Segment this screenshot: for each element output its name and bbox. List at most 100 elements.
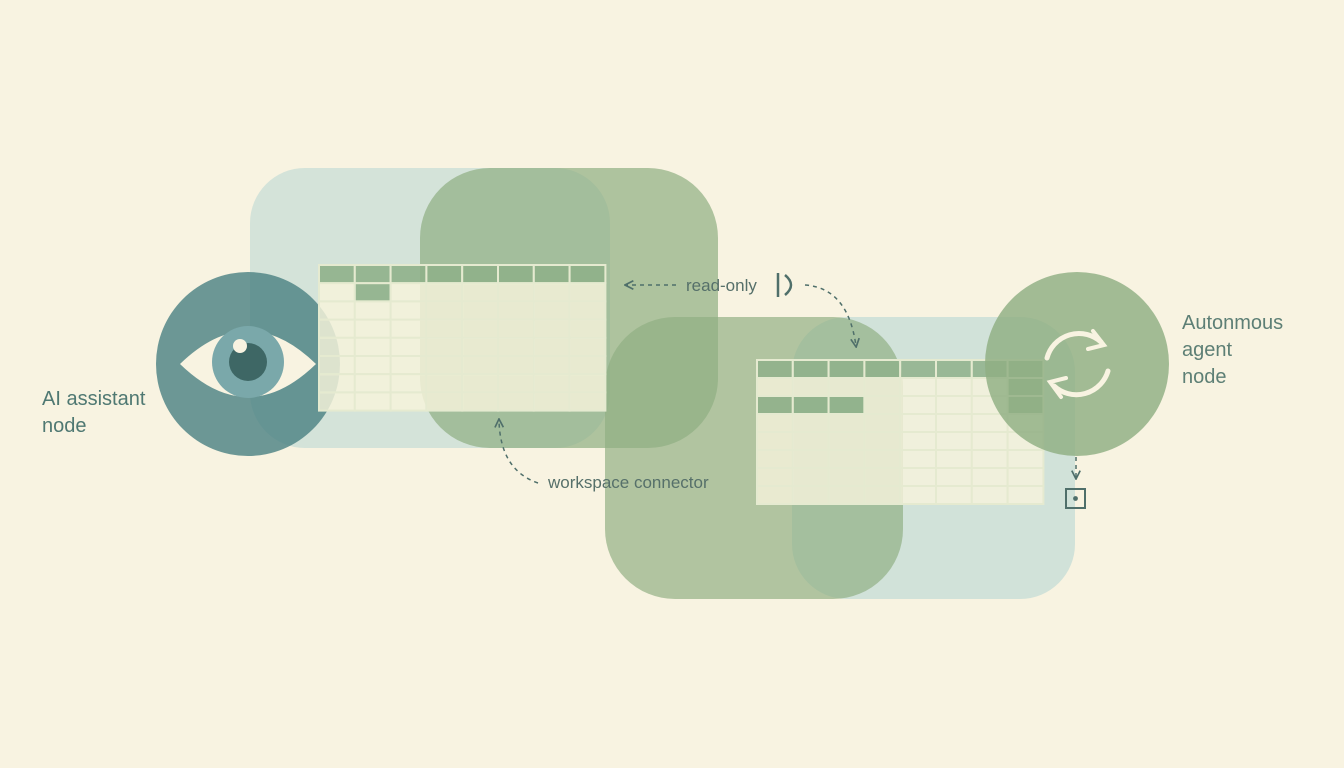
grid-cell: [532, 355, 571, 376]
grid-cell: [791, 377, 830, 397]
grid-cell: [756, 449, 794, 469]
grid-cell: [568, 318, 607, 339]
grid-cell: [389, 391, 428, 412]
autonomous-agent-node-label: Autonmous agent node: [1182, 312, 1284, 388]
grid-cell: [935, 449, 973, 469]
grid-header-cell: [791, 359, 830, 379]
grid-cell: [389, 355, 428, 376]
grid-cell: [425, 355, 464, 376]
grid-cell: [756, 467, 794, 487]
grid-cell: [389, 300, 428, 321]
grid-cell: [425, 282, 464, 303]
grid-cell: [318, 355, 356, 376]
grid-cell: [935, 485, 973, 505]
grid-cell: [791, 467, 830, 487]
grid-cell: [827, 467, 866, 487]
grid-cell: [827, 449, 866, 469]
grid-cell: [318, 391, 356, 412]
grid-cell: [791, 413, 830, 433]
grid-cell: [1006, 485, 1045, 505]
grid-cell: [318, 282, 356, 303]
grid-cell: [532, 391, 571, 412]
refresh-cycle-icon: [1044, 329, 1111, 399]
grid-cell: [497, 300, 535, 321]
grid-cell: [970, 431, 1009, 451]
grid-cell: [827, 413, 866, 433]
grid-cell: [899, 449, 938, 469]
dotted-square-icon: [1065, 488, 1086, 509]
grid-cell: [318, 300, 356, 321]
grid-header-cell: [532, 264, 571, 285]
grid-cell: [532, 318, 571, 339]
grid-cell: [353, 373, 392, 394]
grid-cell: [568, 355, 607, 376]
grid-cell: [318, 336, 356, 357]
grid-cell: [461, 336, 500, 357]
grid-cell: [353, 355, 392, 376]
grid-cell: [425, 391, 464, 412]
grid-cell: [353, 318, 392, 339]
grid-cell: [791, 449, 830, 469]
read-only-label: read-only: [686, 276, 757, 295]
grid-cell: [318, 318, 356, 339]
grid-cell: [389, 318, 428, 339]
grid-cell: [791, 395, 830, 415]
grid-cell: [863, 377, 902, 397]
grid-cell: [899, 395, 938, 415]
grid-header-cell: [353, 264, 392, 285]
grid-cell: [568, 391, 607, 412]
grid-cell: [863, 431, 902, 451]
grid-header-cell: [425, 264, 464, 285]
grid-cell: [568, 373, 607, 394]
grid-cell: [756, 485, 794, 505]
grid-cell: [532, 282, 571, 303]
grid-cell: [318, 373, 356, 394]
grid-cell: [1006, 449, 1045, 469]
grid-cell: [497, 373, 535, 394]
grid-cell: [863, 413, 902, 433]
grid-cell: [497, 336, 535, 357]
grid-cell: [461, 373, 500, 394]
grid-cell: [935, 395, 973, 415]
grid-cell: [827, 377, 866, 397]
grid-cell: [353, 300, 392, 321]
grid-cell: [532, 373, 571, 394]
grid-cell: [970, 485, 1009, 505]
eye-icon: [180, 326, 316, 398]
grid-cell: [497, 318, 535, 339]
grid-cell: [899, 467, 938, 487]
grid-cell: [497, 282, 535, 303]
grid-cell: [425, 373, 464, 394]
grid-cell: [827, 485, 866, 505]
grid-cell: [863, 395, 902, 415]
grid-cell: [425, 318, 464, 339]
grid-cell: [899, 485, 938, 505]
grid-cell: [568, 300, 607, 321]
grid-cell: [863, 449, 902, 469]
grid-cell: [756, 413, 794, 433]
grid-cell: [461, 391, 500, 412]
read-only-curve-arrow: [804, 284, 856, 346]
grid-cell: [899, 431, 938, 451]
grid-cell: [935, 377, 973, 397]
grid-header-cell: [318, 264, 356, 285]
grid-cell: [568, 336, 607, 357]
grid-header-cell: [756, 359, 794, 379]
grid-header-cell: [568, 264, 607, 285]
grid-cell: [353, 336, 392, 357]
grid-cell: [899, 413, 938, 433]
grid-cell: [568, 282, 607, 303]
grid-cell: [827, 431, 866, 451]
grid-cell: [353, 391, 392, 412]
grid-cell: [791, 431, 830, 451]
grid-cell: [389, 336, 428, 357]
grid-cell: [497, 391, 535, 412]
agent-node-circle: [985, 272, 1169, 456]
grid-cell: [1006, 467, 1045, 487]
left-spreadsheet-grid: [318, 264, 607, 412]
grid-cell: [935, 413, 973, 433]
ai-assistant-node-label: AI assistant node: [42, 388, 146, 437]
grid-header-cell: [461, 264, 500, 285]
grid-cell: [425, 300, 464, 321]
grid-header-cell: [863, 359, 902, 379]
